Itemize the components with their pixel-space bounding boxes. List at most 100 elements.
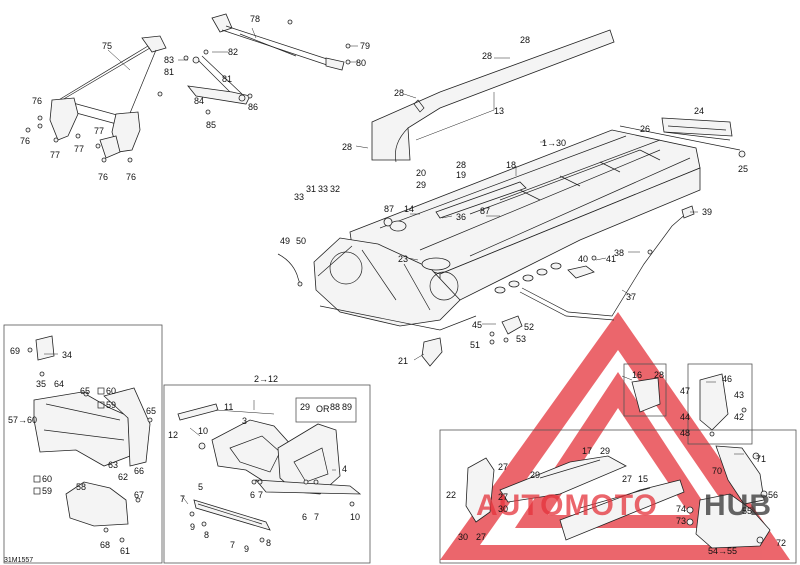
- callout-29: 29: [300, 402, 310, 412]
- callout-15: 15: [638, 474, 648, 484]
- callout-51: 51: [470, 340, 480, 350]
- callout-73: 73: [676, 516, 686, 526]
- callout-22: 22: [446, 490, 456, 500]
- callout-76: 76: [126, 172, 136, 182]
- callout-29: 29: [600, 446, 610, 456]
- callout-18: 18: [506, 160, 516, 170]
- inset-box-rear-frame: [163, 384, 371, 564]
- callout-28: 28: [342, 142, 352, 152]
- callout-62: 62: [118, 472, 128, 482]
- callout-27: 27: [622, 474, 632, 484]
- callout-12: 12: [168, 430, 178, 440]
- callout-64: 64: [54, 379, 64, 389]
- callout-57-60: 57→60: [8, 415, 37, 425]
- watermark-brand-right: HUB: [704, 489, 772, 522]
- callout-29: 29: [530, 470, 540, 480]
- callout-60: 60: [106, 386, 116, 396]
- callout-3: 3: [242, 416, 247, 426]
- callout-4: 4: [342, 464, 347, 474]
- running-board-assembly: [465, 373, 771, 549]
- callout-56: 56: [768, 490, 778, 500]
- callout-17: 17: [582, 446, 592, 456]
- callout-79: 79: [360, 41, 370, 51]
- callout-40: 40: [578, 254, 588, 264]
- callout-84: 84: [194, 96, 204, 106]
- callout-30: 30: [458, 532, 468, 542]
- callout-46: 46: [722, 374, 732, 384]
- inset-box-options: [295, 397, 357, 423]
- callout-77: 77: [74, 144, 84, 154]
- callout-27: 27: [476, 532, 486, 542]
- callout-50: 50: [296, 236, 306, 246]
- steering-rod-78: [157, 13, 351, 115]
- callout-27: 27: [498, 462, 508, 472]
- callout-8: 8: [266, 538, 271, 548]
- callout-69: 69: [10, 346, 20, 356]
- callout-6: 6: [302, 512, 307, 522]
- callout-19: 19: [456, 170, 466, 180]
- callout-20: 20: [416, 168, 426, 178]
- callout-87: 87: [480, 206, 490, 216]
- callout-9: 9: [244, 544, 249, 554]
- callout-78: 78: [250, 14, 260, 24]
- callout-36: 36: [456, 212, 466, 222]
- callout-16: 16: [632, 370, 642, 380]
- callout-28: 28: [520, 35, 530, 45]
- callout-25: 25: [738, 164, 748, 174]
- callout-31: 31: [306, 184, 316, 194]
- callout-30: 30: [498, 504, 508, 514]
- callout-14: 14: [404, 204, 414, 214]
- callout-29: 29: [416, 180, 426, 190]
- callout-86: 86: [248, 102, 258, 112]
- callout-80: 80: [356, 58, 366, 68]
- callout-65: 65: [80, 386, 90, 396]
- callout-82: 82: [228, 47, 238, 57]
- callout-59: 59: [42, 486, 52, 496]
- callout-67: 67: [134, 490, 144, 500]
- inset-box-running-boards: [439, 429, 797, 564]
- figure-code: 31M1557: [4, 557, 33, 564]
- callout-13: 13: [494, 106, 504, 116]
- callout-33: 33: [294, 192, 304, 202]
- inset-box-42-48: [687, 363, 753, 445]
- callout-or: OR: [316, 404, 330, 414]
- callout-81: 81: [164, 67, 174, 77]
- callout-1-30: 1→30: [542, 138, 566, 148]
- callout-10: 10: [350, 512, 360, 522]
- callout-8: 8: [204, 530, 209, 540]
- callout-41: 41: [606, 254, 616, 264]
- callout-7: 7: [180, 494, 185, 504]
- callout-87: 87: [384, 204, 394, 214]
- callout-76: 76: [20, 136, 30, 146]
- watermark-text: AUTOMOTO HUB: [476, 489, 772, 522]
- callout-60: 60: [42, 474, 52, 484]
- callout-10: 10: [198, 426, 208, 436]
- callout-66: 66: [134, 466, 144, 476]
- callout-77: 77: [94, 126, 104, 136]
- callout-85: 85: [206, 120, 216, 130]
- callout-45: 45: [472, 320, 482, 330]
- callout-88: 88: [330, 402, 340, 412]
- callout-33: 33: [318, 184, 328, 194]
- callout-70: 70: [712, 466, 722, 476]
- callout-55: 55: [742, 506, 752, 516]
- callout-11: 11: [224, 402, 233, 412]
- inset-box-front-bracket: [3, 324, 163, 564]
- callout-23: 23: [398, 254, 408, 264]
- callout-47: 47: [680, 386, 690, 396]
- callout-5: 5: [198, 482, 203, 492]
- callout-2-12: 2→12: [254, 374, 278, 384]
- watermark-brand-left: AUTOMOTO: [476, 489, 658, 522]
- callout-7: 7: [230, 540, 235, 550]
- callout-42: 42: [734, 412, 744, 422]
- callout-58: 58: [76, 482, 86, 492]
- callout-63: 63: [108, 460, 118, 470]
- callout-28: 28: [456, 160, 466, 170]
- callout-7: 7: [258, 490, 263, 500]
- callout-34: 34: [62, 350, 72, 360]
- small-brackets: [277, 253, 523, 367]
- callout-24: 24: [694, 106, 704, 116]
- callout-89: 89: [342, 402, 352, 412]
